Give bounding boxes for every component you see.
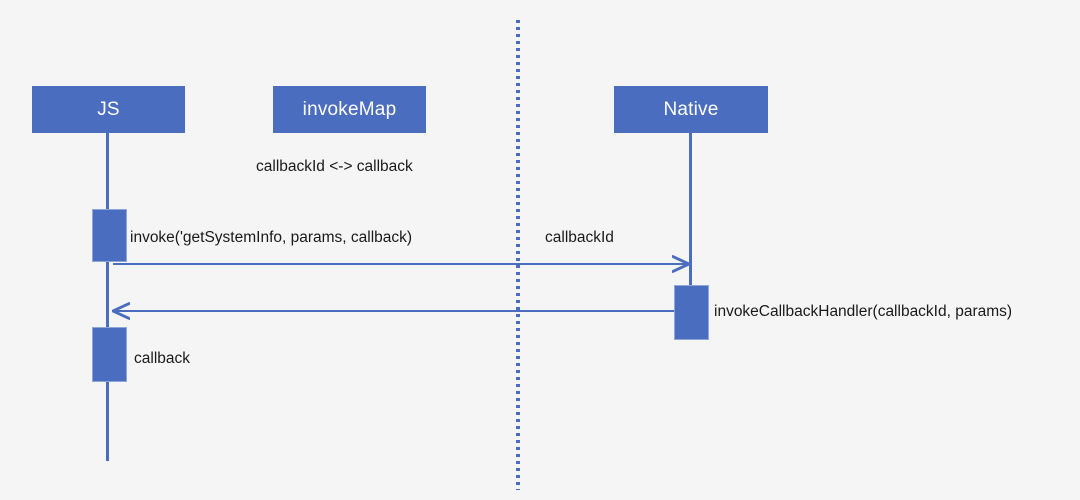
activation-js-invoke	[92, 209, 127, 262]
participant-invokemap[interactable]: invokeMap	[273, 86, 426, 133]
js-native-boundary-divider	[516, 20, 520, 490]
label-callback: callback	[134, 350, 190, 367]
lifeline-native	[689, 133, 692, 340]
lifeline-js	[106, 133, 109, 461]
participant-js[interactable]: JS	[32, 86, 185, 133]
label-invoke-message: invoke('getSystemInfo, params, callback)	[130, 229, 413, 246]
activation-js-callback	[92, 327, 127, 382]
note-invokemap-mapping: callbackId <-> callback	[256, 158, 413, 175]
participant-native[interactable]: Native	[614, 86, 768, 133]
label-invoke-callback-handler-message: invokeCallbackHandler(callbackId, params…	[714, 303, 1013, 320]
activation-native	[674, 285, 709, 340]
label-callbackid: callbackId	[545, 229, 614, 246]
